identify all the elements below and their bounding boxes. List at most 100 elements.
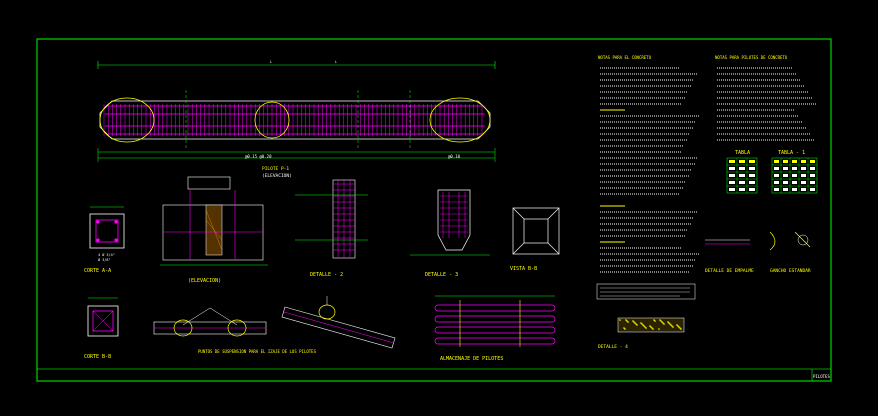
table-b-cell	[783, 181, 788, 184]
tabla-heading: TABLA	[735, 150, 750, 156]
table-a-cell	[739, 181, 745, 184]
aggregate-dot	[642, 324, 644, 326]
table-a-cell	[729, 181, 735, 184]
pile-storage: ALMACENAJE DE PILOTES	[434, 295, 556, 362]
table-a-cell	[729, 174, 735, 177]
section-a-a: 4 Ø 3/4" Ø 3/8" CORTE A-A	[84, 206, 125, 274]
elevation-title: PILOTE P-1	[262, 166, 289, 172]
suspension-label: PUNTOS DE SUSPENSION PARA EL IZAJE DE LO…	[198, 349, 317, 354]
table-b-cell	[792, 167, 797, 170]
table-b-cell	[792, 160, 797, 163]
title-block-text: PILOTES	[813, 374, 830, 379]
detalle-empalme-label: DETALLE DE EMPALME	[705, 268, 754, 274]
aggregate-dot	[670, 324, 672, 326]
aggregate-dot	[645, 327, 647, 329]
aggregate-dot	[660, 320, 662, 322]
table-b-cell	[810, 181, 815, 184]
table-b-cell	[783, 160, 788, 163]
aggregate-dot	[676, 324, 678, 326]
aggregate-dot	[671, 325, 673, 327]
table-a-cell	[739, 188, 745, 191]
aggregate-dot	[654, 320, 656, 322]
aggregate-dot	[619, 319, 621, 321]
title-strip	[36, 368, 832, 382]
notes-column-2: NOTAS PARA PILOTES DE CONCRETO TABLA TAB…	[705, 55, 818, 274]
aggregate-dot	[669, 323, 671, 325]
aggregate-dot	[659, 319, 661, 321]
table-b-cell	[783, 174, 788, 177]
pile-elevation: L L @0.15 @0.20 @0.10 PILOTE P-1 (ELEVAC…	[97, 60, 496, 179]
aggregate-dot	[643, 325, 645, 327]
aggregate-dot	[661, 321, 663, 323]
corte-b-b-label: CORTE B-B	[84, 354, 111, 360]
aggregate-dot	[658, 328, 660, 330]
stored-pile	[434, 326, 556, 334]
aggregate-dot	[623, 327, 625, 329]
aggregate-dot	[653, 319, 655, 321]
table-b-cell	[801, 167, 806, 170]
aggregate-dot	[652, 328, 654, 330]
aggregate-dot	[644, 326, 646, 328]
svg-text:L: L	[270, 60, 272, 64]
table-a	[726, 157, 758, 194]
table-b-cell	[783, 188, 788, 191]
table-a-cell	[739, 167, 745, 170]
table-b-cell	[801, 181, 806, 184]
aggregate-dot	[640, 322, 642, 324]
table-b-cell	[810, 160, 815, 163]
detail-2: DETALLE - 2	[295, 179, 368, 278]
corte-a-a-label: CORTE A-A	[84, 268, 111, 274]
table-a-cell	[729, 160, 735, 163]
aggregate-dot	[679, 327, 681, 329]
aggregate-dot	[626, 320, 628, 322]
table-a-cell	[729, 167, 735, 170]
notes-1-title: NOTAS PARA EL CONCRETO	[598, 55, 652, 60]
aggregate-dot	[633, 321, 635, 323]
stored-pile	[434, 304, 556, 312]
aggregate-dot	[672, 326, 674, 328]
table-b-cell	[801, 174, 806, 177]
elevacion-label: (ELEVACION)	[188, 278, 221, 284]
sheet-border	[36, 38, 832, 382]
table-b	[771, 157, 818, 194]
aggregate-dot	[651, 327, 653, 329]
detail-3: DETALLE - 3	[410, 189, 490, 278]
aggregate-dot	[634, 322, 636, 324]
aggregate-dot	[662, 322, 664, 324]
aggregate-dot	[635, 323, 637, 325]
aggregate-dot	[668, 322, 670, 324]
table-a-cell	[749, 188, 755, 191]
stored-pile	[434, 337, 556, 345]
table-b-cell	[774, 174, 779, 177]
aggregate-dot	[680, 328, 682, 330]
gancho-label: GANCHO ESTANDAR	[770, 268, 811, 274]
aggregate-dot	[625, 319, 627, 321]
aggregate-dot	[636, 324, 638, 326]
notes-column-1: NOTAS PARA EL CONCRETO DETALLE - 4	[596, 55, 699, 350]
table-b-cell	[810, 188, 815, 191]
svg-text:L: L	[335, 60, 337, 64]
table-b-cell	[792, 174, 797, 177]
svg-text:@0.15 @0.20: @0.15 @0.20	[245, 154, 272, 159]
table-b-cell	[810, 167, 815, 170]
svg-text:@0.10: @0.10	[448, 154, 461, 159]
table-b-cell	[792, 181, 797, 184]
table-b-cell	[792, 188, 797, 191]
aggregate-dot	[627, 321, 629, 323]
detalle-2-label: DETALLE - 2	[310, 272, 343, 278]
detail-elevation: (ELEVACION)	[160, 176, 268, 284]
table-b-cell	[774, 181, 779, 184]
table-a-cell	[749, 167, 755, 170]
table-b-cell	[810, 174, 815, 177]
aggregate-dot	[632, 320, 634, 322]
table-b-cell	[774, 160, 779, 163]
detalle-3-label: DETALLE - 3	[425, 272, 458, 278]
table-b-cell	[801, 160, 806, 163]
table-b-cell	[783, 167, 788, 170]
table-a-cell	[729, 188, 735, 191]
aggregate-dot	[641, 323, 643, 325]
table-b-cell	[774, 188, 779, 191]
detalle-4-label: DETALLE - 4	[598, 344, 628, 350]
aggregate-dot	[677, 325, 679, 327]
